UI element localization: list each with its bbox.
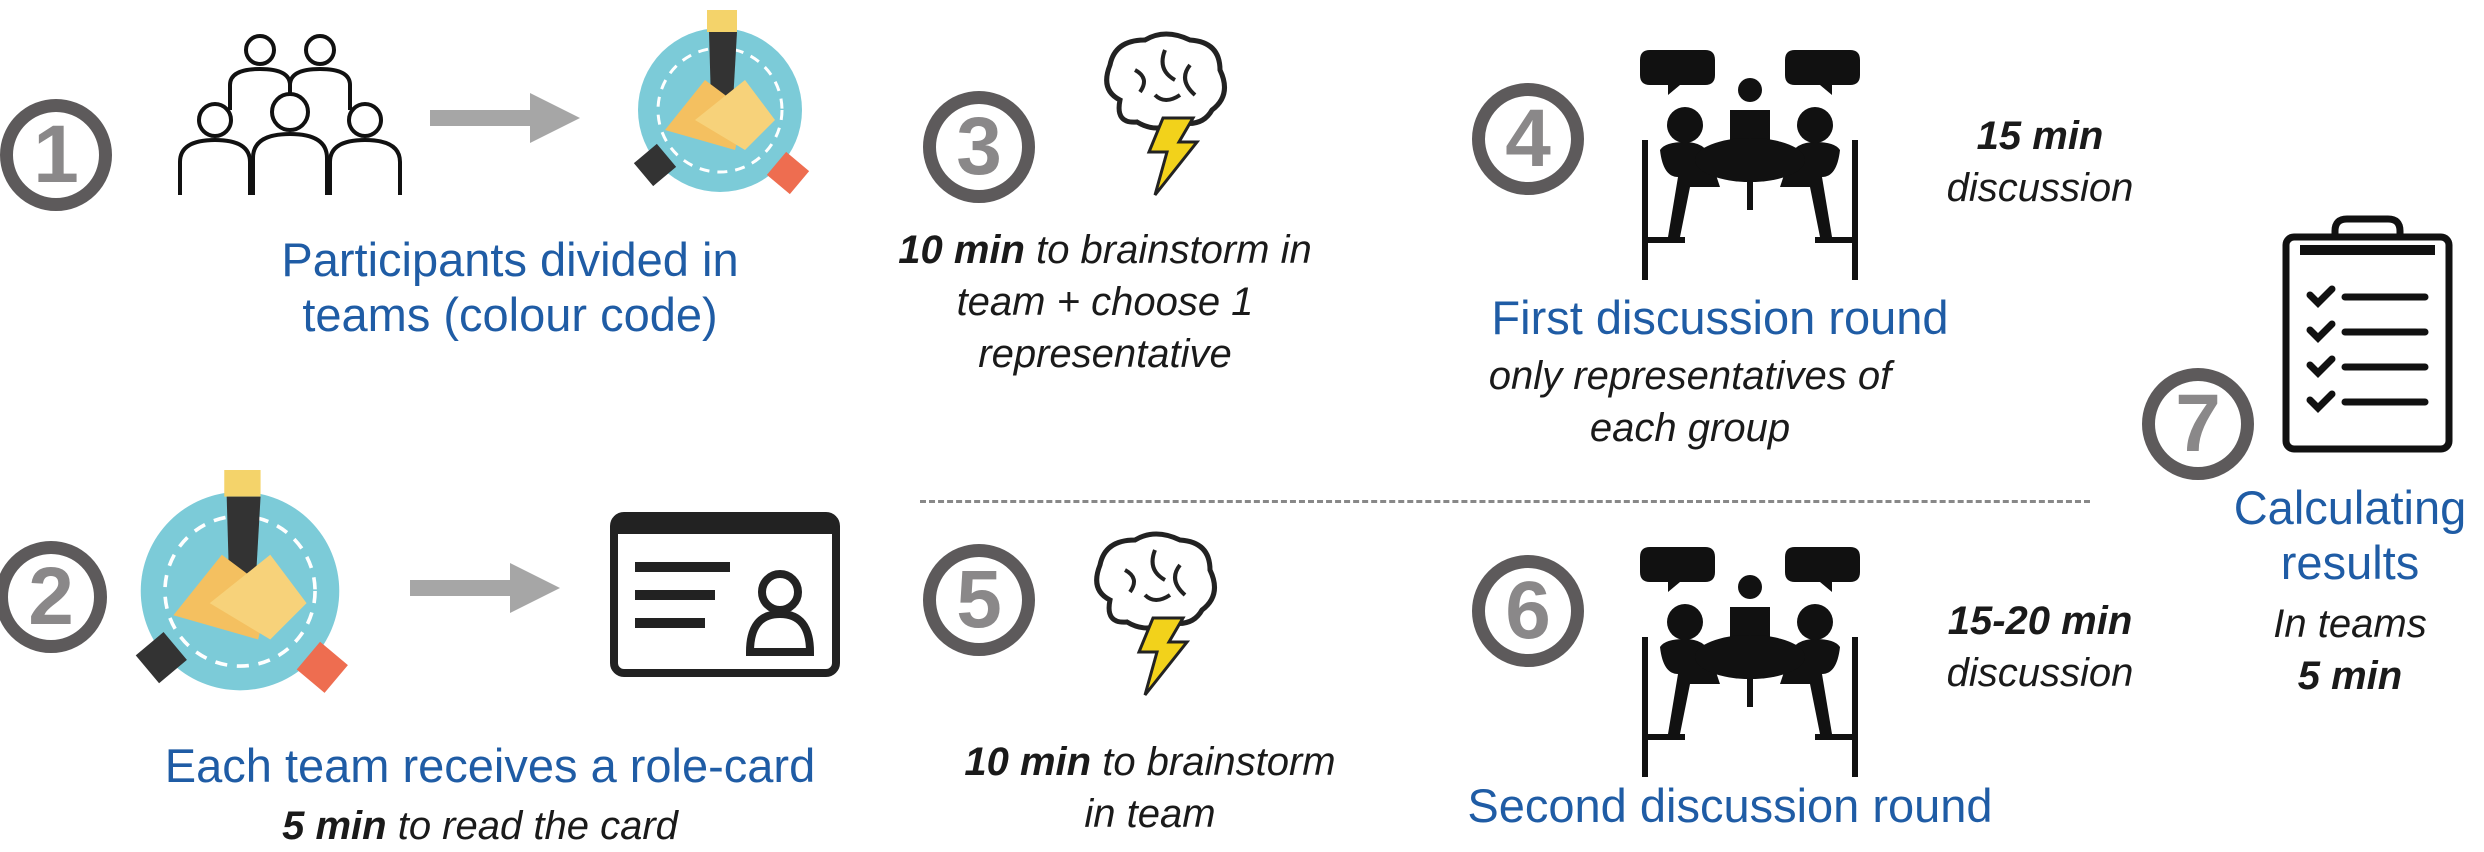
step-2-note-text: to read the card bbox=[386, 804, 678, 848]
step-4-title: First discussion round bbox=[1491, 291, 1949, 344]
arrow-right-icon bbox=[430, 93, 580, 143]
step-6-time-value: 15-20 min bbox=[1947, 599, 2133, 643]
people-group-icon bbox=[178, 34, 402, 195]
step-4-time: 15 min discussion bbox=[1925, 110, 2155, 214]
step-7-note-text: In teams bbox=[2273, 602, 2427, 646]
step-4-time-label: discussion bbox=[1946, 166, 2134, 210]
step-5-time: 10 min bbox=[964, 740, 1092, 784]
step-number-3: 3 bbox=[923, 91, 1035, 203]
step-5-note-text: to brainstorm in team bbox=[1084, 740, 1336, 836]
step-3-note-text: to brainstorm in team + choose 1 represe… bbox=[956, 228, 1312, 376]
step-1-title: Participants divided in teams (colour co… bbox=[281, 233, 739, 342]
step-4-note: only representatives of each group bbox=[1488, 354, 1892, 450]
brain-lightning-icon bbox=[1094, 531, 1217, 696]
step-7-time: 5 min bbox=[2297, 654, 2403, 698]
step-2-title: Each team receives a role-card bbox=[164, 739, 816, 792]
team-hands-icon bbox=[135, 470, 348, 693]
divider-line bbox=[920, 500, 2090, 503]
meeting-table-icon bbox=[1640, 50, 1860, 280]
step-number-2: 2 bbox=[0, 541, 107, 653]
step-7-note: In teams 5 min bbox=[2240, 598, 2460, 702]
step-5-note: 10 min to brainstorm in team bbox=[950, 736, 1350, 840]
clipboard-checklist-icon bbox=[2282, 215, 2453, 453]
step-number-1: 1 bbox=[0, 99, 112, 211]
step-number-5: 5 bbox=[923, 544, 1035, 656]
meeting-table-icon bbox=[1640, 547, 1860, 777]
step-2-note: 5 min to read the card bbox=[210, 800, 750, 852]
step-4-time-value: 15 min bbox=[1976, 114, 2104, 158]
brain-lightning-icon bbox=[1104, 31, 1227, 196]
step-2-time: 5 min bbox=[282, 804, 387, 848]
step-7-title: Calculating results bbox=[2233, 481, 2467, 590]
step-number-6: 6 bbox=[1472, 555, 1584, 667]
step-number-4: 4 bbox=[1472, 83, 1584, 195]
step-6-time-label: discussion bbox=[1946, 651, 2134, 695]
step-3-time: 10 min bbox=[898, 228, 1025, 272]
step-number-7: 7 bbox=[2142, 368, 2254, 480]
team-hands-icon bbox=[633, 10, 810, 195]
step-3-note: 10 min to brainstorm in team + choose 1 … bbox=[880, 224, 1330, 380]
step-6-time: 15-20 min discussion bbox=[1925, 595, 2155, 699]
id-card-icon bbox=[610, 512, 840, 677]
arrow-right-icon bbox=[410, 563, 560, 613]
step-6-title: Second discussion round bbox=[1467, 779, 1993, 832]
